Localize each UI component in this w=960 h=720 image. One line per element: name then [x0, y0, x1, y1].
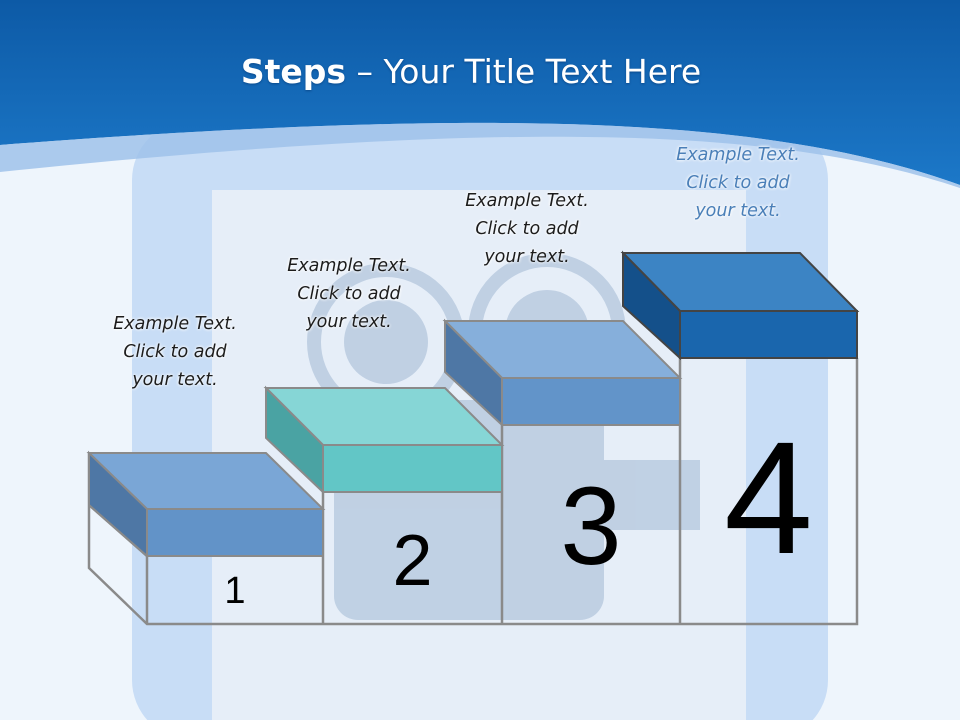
step-block-3[interactable] [442, 318, 683, 428]
step-number-3: 3 [560, 465, 622, 588]
caption-line: your text. [484, 247, 570, 267]
caption-line: Click to add [123, 342, 227, 362]
title-text: – Your Title Text Here [346, 52, 702, 91]
step-caption-3[interactable]: Example Text. Click to add your text. [432, 187, 622, 271]
step-block-4[interactable] [620, 250, 860, 361]
step-caption-4[interactable]: Example Text. Click to add your text. [643, 141, 833, 225]
caption-line: your text. [695, 201, 781, 221]
caption-line: Click to add [475, 219, 579, 239]
step-number-4: 4 [724, 408, 813, 587]
step-block-1[interactable] [86, 450, 326, 559]
caption-line: Example Text. [287, 256, 411, 276]
caption-line: Example Text. [465, 191, 589, 211]
caption-line: Click to add [297, 284, 401, 304]
step-block-2[interactable] [263, 385, 505, 495]
step-caption-2[interactable]: Example Text. Click to add your text. [254, 252, 444, 336]
caption-line: your text. [306, 312, 392, 332]
step-number-1: 1 [224, 570, 246, 612]
caption-line: Example Text. [676, 145, 800, 165]
slide-title[interactable]: Steps – Your Title Text Here [0, 52, 942, 91]
caption-line: Example Text. [113, 314, 237, 334]
title-bold: Steps [240, 52, 347, 91]
step-caption-1[interactable]: Example Text. Click to add your text. [80, 310, 270, 394]
caption-line: Click to add [686, 173, 790, 193]
step-number-2: 2 [392, 521, 433, 601]
caption-line: your text. [132, 370, 218, 390]
